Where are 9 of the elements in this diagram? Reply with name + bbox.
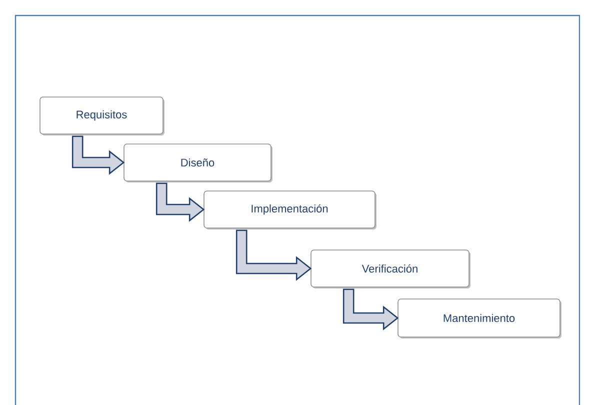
block-arrow bbox=[236, 230, 312, 281]
block-arrow bbox=[342, 288, 399, 330]
process-box: Diseño bbox=[124, 144, 272, 182]
process-box: Mantenimiento bbox=[398, 298, 562, 338]
process-box: Implementación bbox=[204, 190, 376, 230]
block-arrow bbox=[156, 182, 205, 222]
block-arrow bbox=[72, 136, 125, 175]
process-box: Requisitos bbox=[40, 96, 164, 136]
process-box: Verificación bbox=[310, 250, 470, 288]
